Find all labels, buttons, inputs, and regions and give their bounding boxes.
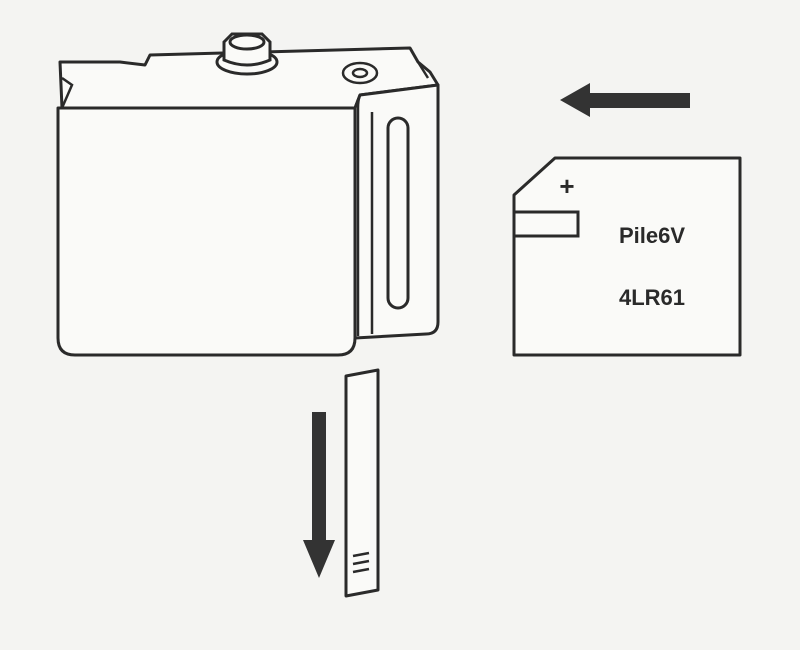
- top-screw-icon: [341, 61, 379, 85]
- arrow-left-icon: [560, 83, 690, 117]
- housing-front-face: [56, 106, 357, 357]
- housing-edge-details: [60, 61, 430, 336]
- battery-polarity-mark: +: [559, 171, 574, 201]
- battery-terminal: [512, 210, 580, 238]
- battery-label-voltage: Pile6V: [619, 223, 685, 248]
- device-housing: [56, 46, 440, 357]
- pull-tab-strip: [344, 368, 380, 598]
- top-bolt-icon: [215, 32, 279, 76]
- pull-tab-grip-lines: [352, 551, 370, 574]
- battery-outline: [512, 156, 742, 357]
- side-latch-slot: [386, 116, 410, 310]
- battery-6v: + Pile6V 4LR61: [512, 156, 742, 357]
- battery-label-model: 4LR61: [619, 285, 685, 310]
- housing-side-panel: [353, 83, 440, 340]
- arrow-down-icon: [303, 412, 335, 578]
